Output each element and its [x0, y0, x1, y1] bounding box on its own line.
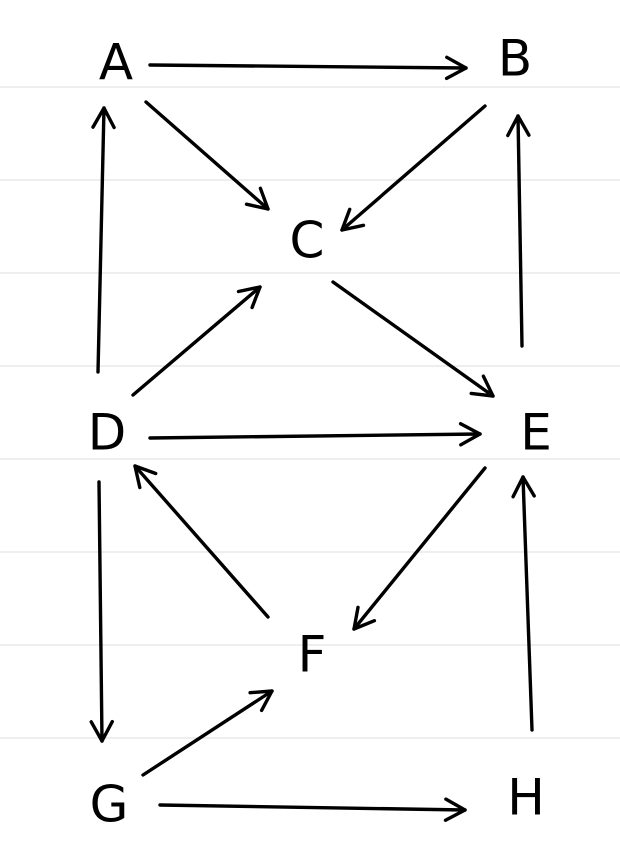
edge-line	[521, 475, 534, 732]
edge-line	[131, 285, 262, 397]
node-h: H	[507, 769, 545, 827]
edge-line	[148, 63, 468, 70]
arrowhead-icon	[443, 797, 467, 822]
edge-line	[133, 464, 270, 619]
edge-line	[148, 432, 482, 440]
edge-e-to-f	[352, 466, 487, 631]
edge-d-to-e	[148, 422, 482, 447]
edge-line	[97, 480, 104, 743]
node-b: B	[498, 30, 532, 88]
edge-d-to-a	[91, 106, 116, 374]
arrowhead-icon	[352, 605, 377, 631]
edge-g-to-f	[141, 689, 274, 777]
nodes: A B C D E F G H	[88, 30, 552, 834]
node-e: E	[520, 404, 552, 462]
node-a: A	[99, 34, 133, 92]
arrowhead-icon	[511, 475, 536, 499]
arrowhead-icon	[248, 689, 274, 713]
arrowhead-icon	[91, 106, 116, 130]
arrowhead-icon	[458, 422, 482, 447]
edge-line	[516, 114, 524, 348]
edge-d-to-g	[89, 480, 114, 743]
edge-c-to-e	[331, 280, 495, 398]
node-d: D	[88, 404, 127, 462]
node-f: F	[298, 626, 327, 684]
edge-h-to-e	[511, 475, 536, 732]
edge-d-to-c	[131, 285, 262, 397]
edge-f-to-d	[133, 464, 270, 619]
node-c: C	[290, 212, 325, 270]
edge-g-to-h	[158, 797, 467, 822]
edge-b-to-c	[340, 104, 487, 232]
node-g: G	[90, 776, 129, 834]
arrowhead-icon	[444, 55, 468, 81]
edge-line	[96, 106, 106, 374]
arrowhead-icon	[89, 719, 114, 743]
edge-line	[352, 466, 487, 631]
edge-line	[331, 280, 495, 398]
arrowhead-icon	[340, 207, 366, 232]
edge-a-to-b	[148, 55, 468, 81]
edge-line	[158, 803, 467, 812]
arrowhead-icon	[236, 285, 262, 310]
edge-a-to-c	[144, 100, 270, 211]
arrowhead-icon	[506, 114, 531, 138]
arrowhead-icon	[244, 186, 270, 211]
arrowhead-icon	[133, 464, 158, 490]
arrowhead-icon	[469, 374, 495, 398]
edges	[89, 55, 536, 822]
edge-e-to-b	[506, 114, 531, 348]
edge-line	[340, 104, 487, 232]
edge-line	[144, 100, 270, 211]
edge-line	[141, 689, 274, 777]
